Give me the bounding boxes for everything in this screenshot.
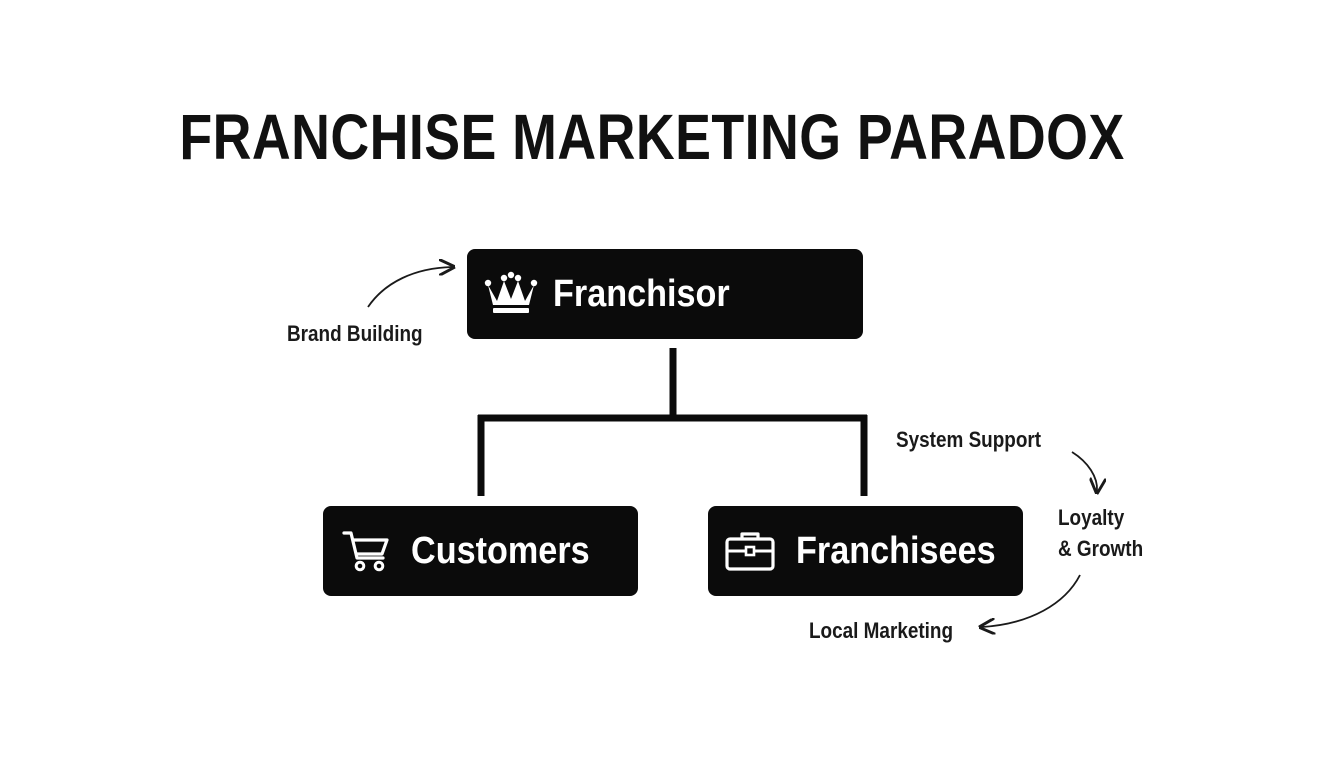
growth-line: & Growth bbox=[1058, 536, 1144, 561]
local-marketing-arrow bbox=[982, 574, 1081, 627]
franchisor-node: Franchisor bbox=[467, 249, 863, 339]
customers-node: Customers bbox=[323, 506, 638, 596]
brand-building-annotation: Brand Building bbox=[287, 321, 423, 346]
shopping-cart-icon bbox=[341, 528, 391, 574]
diagram-title: FRANCHISE MARKETING PARADOX bbox=[179, 101, 1125, 173]
hierarchy-connector bbox=[477, 348, 868, 496]
system-support-arrow bbox=[1071, 451, 1097, 491]
briefcase-icon bbox=[724, 528, 776, 574]
system-support-annotation: System Support bbox=[896, 427, 1042, 452]
franchisees-label: Franchisees bbox=[796, 529, 996, 572]
crown-icon bbox=[483, 269, 539, 319]
local-marketing-annotation: Local Marketing bbox=[809, 618, 954, 643]
loyalty-growth-annotation: Loyalty & Growth bbox=[1058, 502, 1143, 564]
loyalty-line: Loyalty bbox=[1058, 505, 1125, 530]
franchisees-node: Franchisees bbox=[708, 506, 1023, 596]
franchisor-label: Franchisor bbox=[553, 272, 730, 315]
customers-label: Customers bbox=[411, 529, 590, 572]
brand-building-arrow bbox=[367, 267, 452, 308]
